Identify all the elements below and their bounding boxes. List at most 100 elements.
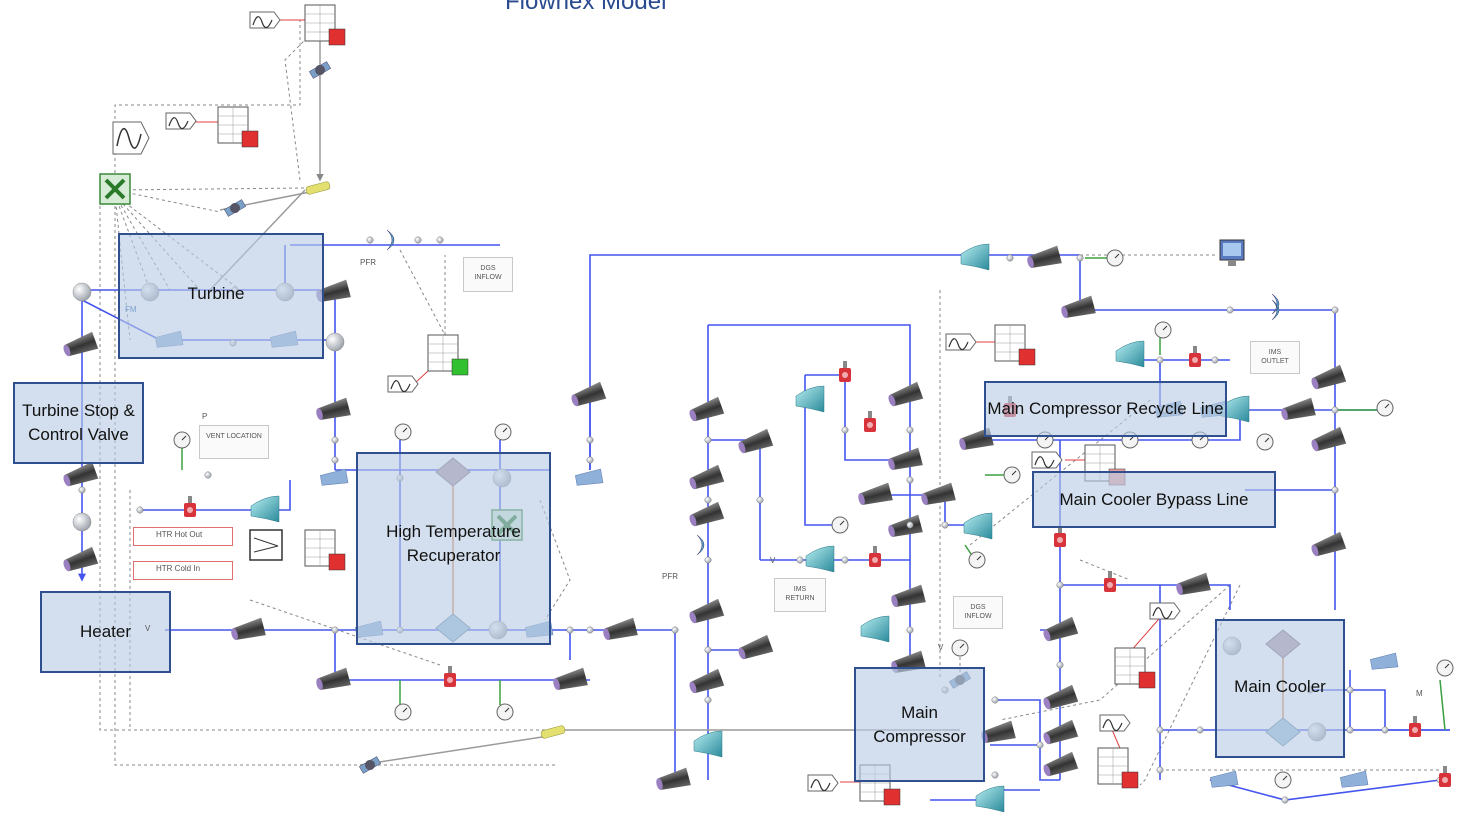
zone-main-compressor-label: Main Compressor: [856, 701, 983, 749]
pipe-segment: [886, 382, 923, 410]
zone-main-compressor[interactable]: Main Compressor: [854, 667, 985, 782]
pipe-segment-light: [1340, 771, 1368, 789]
signal-generator-icon: [388, 376, 418, 392]
flow-node: [992, 697, 998, 703]
flow-node: [1077, 255, 1083, 261]
zone-recycle-line-label: Main Compressor Recycle Line: [987, 397, 1223, 421]
pipe-segment-light: [320, 469, 348, 487]
flow-node: [907, 477, 913, 483]
zone-htr-label: High Temperature Recuperator: [358, 520, 549, 568]
flow-node: [79, 487, 85, 493]
gauge-icon: [1004, 467, 1020, 483]
switch-block: [250, 530, 282, 560]
junction-node: [326, 333, 344, 351]
pipe-segment: [1025, 246, 1062, 272]
flow-node: [205, 472, 211, 478]
flow-node: [705, 497, 711, 503]
zone-main-cooler[interactable]: Main Cooler: [1215, 619, 1345, 758]
pipe-segment: [1059, 296, 1096, 322]
diffuser: [976, 786, 1004, 812]
valve-icon: [1409, 716, 1421, 737]
diffuser: [251, 496, 279, 522]
gauge-icon: [832, 517, 848, 533]
signal-generator-icon: [946, 334, 976, 350]
pipe-segment: [736, 429, 773, 457]
flow-node: [842, 427, 848, 433]
page-title: Flownex Model: [505, 0, 666, 16]
controller-block: [305, 530, 345, 570]
v-label-heater: V: [145, 624, 150, 633]
signal-generator-icon: [1032, 452, 1062, 468]
pipe-segment: [886, 515, 923, 541]
pipe-segment: [61, 462, 98, 490]
flow-node: [587, 457, 593, 463]
diffuser: [961, 244, 989, 270]
pipe-segment: [687, 599, 724, 627]
m-label: M: [1416, 689, 1423, 698]
pipe-segment: [856, 483, 893, 509]
htr-cold-in-text: HTR Cold In: [156, 564, 200, 573]
htr-cold-in-signal: HTR Cold In: [133, 561, 233, 580]
pipe-segment: [919, 483, 956, 509]
flow-node: [705, 647, 711, 653]
sensor-icon: [305, 181, 330, 195]
valve-icon: [184, 496, 196, 517]
flow-node: [1157, 357, 1163, 363]
gauge-icon: [1437, 660, 1453, 676]
fm-label: FM: [125, 305, 137, 314]
valve-icon: [444, 666, 456, 687]
flow-node: [332, 437, 338, 443]
zone-heater[interactable]: Heater: [40, 591, 171, 673]
pipe-segment: [61, 332, 98, 360]
valve-icon: [869, 546, 881, 567]
flow-node: [705, 697, 711, 703]
pipe-segment: [1279, 398, 1316, 424]
diffuser: [964, 513, 992, 539]
flow-node: [672, 627, 678, 633]
zone-heater-label: Heater: [80, 620, 131, 644]
diffuser: [861, 616, 889, 642]
pipe-segment: [229, 618, 266, 644]
gauge-icon: [969, 552, 985, 568]
controller-block: [428, 335, 468, 375]
pipe-segment: [886, 448, 923, 474]
flow-node: [1007, 255, 1013, 261]
flow-node: [437, 237, 443, 243]
p-label: P: [202, 412, 207, 421]
pipe-segment: [889, 585, 926, 611]
ims-outlet-box: IMS OUTLET: [1250, 341, 1300, 374]
flow-node: [907, 427, 913, 433]
zone-recycle-line[interactable]: Main Compressor Recycle Line: [984, 381, 1227, 437]
flow-node: [332, 627, 338, 633]
zone-bypass-line[interactable]: Main Cooler Bypass Line: [1032, 471, 1276, 528]
pipe-segment: [654, 768, 691, 794]
zone-turbine-label: Turbine: [187, 282, 244, 306]
flow-node: [415, 237, 421, 243]
flow-node: [1037, 742, 1043, 748]
signal-generator-icon: [808, 775, 838, 791]
flow-node: [907, 627, 913, 633]
flow-node: [842, 557, 848, 563]
junction-node: [73, 283, 91, 301]
v-label-mid: V: [770, 556, 775, 565]
gauge-icon: [495, 424, 511, 440]
flow-node: [1057, 662, 1063, 668]
gauge-icon: [1107, 250, 1123, 266]
zone-turbine-valve[interactable]: Turbine Stop & Control Valve: [13, 382, 144, 464]
actuator-icon: [359, 756, 381, 775]
flow-node: [332, 457, 338, 463]
monitor-icon: [1220, 240, 1244, 266]
flow-node: [1157, 767, 1163, 773]
pipe-segment: [601, 618, 638, 644]
zone-htr[interactable]: High Temperature Recuperator: [356, 452, 551, 645]
vent-location-box: VENT LOCATION: [199, 425, 269, 459]
zone-turbine[interactable]: Turbine: [118, 233, 324, 359]
signal-generator-icon: [250, 12, 280, 28]
flow-node: [942, 522, 948, 528]
gauge-icon: [1257, 434, 1273, 450]
pipe-segment: [687, 669, 724, 697]
vent-icon: [387, 230, 394, 250]
dgs-inflow-box-top: DGS INFLOW: [463, 257, 513, 292]
valve-icon: [1054, 526, 1066, 547]
valve-icon: [839, 361, 851, 382]
